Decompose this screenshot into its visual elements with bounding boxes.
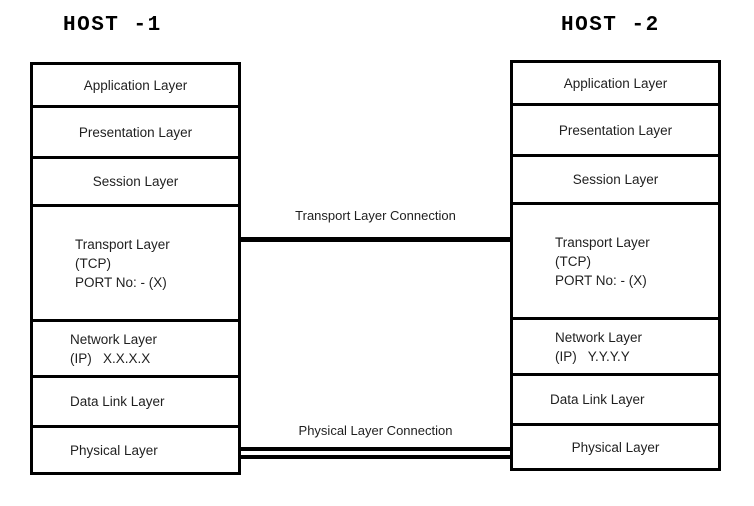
layer-label: Application Layer [83,77,188,93]
layer-label: Presentation Layer [558,122,673,138]
physical-connection-line-top [241,447,510,451]
layer-label: Application Layer [563,75,668,91]
layer-label: Network Layer [70,331,158,347]
transport-connection-line [241,237,510,242]
host2-application-layer-box: Application Layer [513,63,718,106]
host1-session-layer-box: Session Layer [33,159,238,207]
host2-layer-stack: Application Layer Presentation Layer Ses… [510,60,721,471]
host1-presentation-layer-box: Presentation Layer [33,108,238,159]
host1-datalink-layer-box: Data Link Layer [33,378,238,428]
layer-label: Presentation Layer [78,124,193,140]
layer-label: Transport Layer [555,234,650,250]
host1-layer-stack: Application Layer Presentation Layer Ses… [30,62,241,475]
layer-protocol: (TCP) [555,253,591,269]
layer-ip-address: (IP) X.X.X.X [70,350,151,366]
layer-label: Transport Layer [75,236,170,252]
layer-label: Data Link Layer [550,392,645,407]
physical-connection-label: Physical Layer Connection [298,423,453,438]
layer-label: Physical Layer [571,439,660,455]
physical-connection-line-bottom [241,455,510,459]
host1-physical-layer-box: Physical Layer [33,428,238,472]
host2-presentation-layer-box: Presentation Layer [513,106,718,157]
layer-port: PORT No: - (X) [75,274,167,290]
host2-physical-layer-box: Physical Layer [513,426,718,468]
host1-network-layer-box: Network Layer (IP) X.X.X.X [33,322,238,378]
host1-transport-layer-box: Transport Layer (TCP) PORT No: - (X) [33,207,238,322]
host2-title: HOST -2 [561,14,660,37]
layer-label: Network Layer [555,329,643,345]
host1-application-layer-box: Application Layer [33,65,238,108]
host2-datalink-layer-box: Data Link Layer [513,376,718,426]
host2-transport-layer-box: Transport Layer (TCP) PORT No: - (X) [513,205,718,320]
host2-session-layer-box: Session Layer [513,157,718,205]
layer-protocol: (TCP) [75,255,111,271]
transport-connection-label: Transport Layer Connection [295,208,456,223]
layer-label: Data Link Layer [70,394,165,409]
layer-label: Session Layer [92,174,179,189]
layer-label: Physical Layer [70,442,158,458]
layer-label: Session Layer [572,172,659,187]
host1-title: HOST -1 [63,14,162,37]
layer-port: PORT No: - (X) [555,272,647,288]
layer-ip-address: (IP) Y.Y.Y.Y [555,348,630,364]
host2-network-layer-box: Network Layer (IP) Y.Y.Y.Y [513,320,718,376]
